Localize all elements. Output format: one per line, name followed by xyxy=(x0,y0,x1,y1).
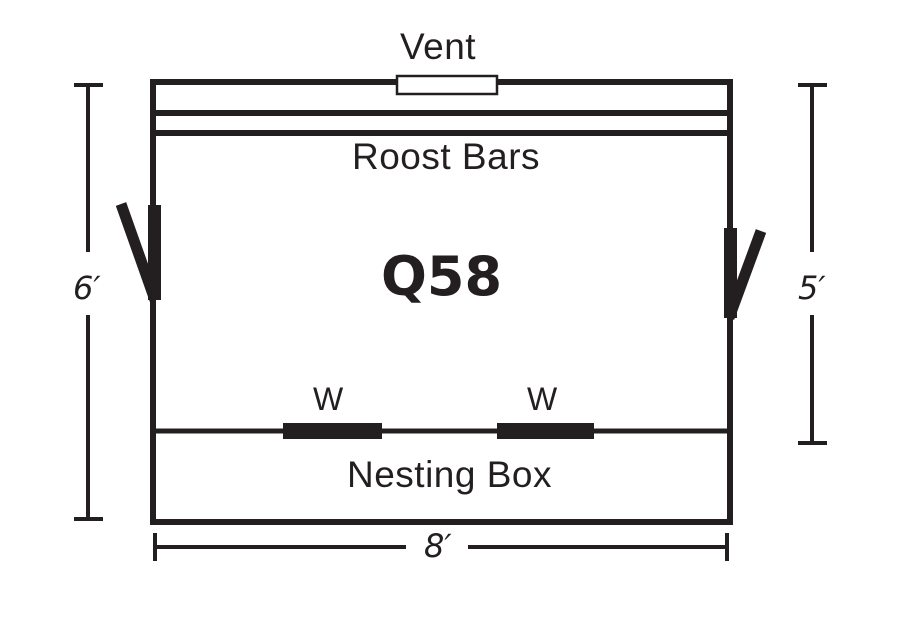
nesting-box-label: Nesting Box xyxy=(347,454,552,495)
dimension-bottom-label: 8′ xyxy=(424,527,452,565)
roost-bars-label: Roost Bars xyxy=(352,136,541,177)
window-segment-left xyxy=(283,423,382,439)
model-number-label: Q58 xyxy=(381,245,503,308)
window-segment-right xyxy=(497,423,594,439)
dimension-bottom-8ft xyxy=(153,533,729,561)
vent-opening xyxy=(395,74,499,96)
vent-label: Vent xyxy=(400,26,477,67)
dimension-left-6ft xyxy=(74,83,103,521)
window-label-left: W xyxy=(313,381,344,417)
window-label-right: W xyxy=(527,381,558,417)
dimension-right-label: 5′ xyxy=(798,269,826,307)
door-left-swing-line xyxy=(115,202,161,302)
dimension-right-5ft xyxy=(798,83,827,445)
dimension-left-label: 6′ xyxy=(73,269,101,307)
door-right-swing-line xyxy=(723,229,767,320)
